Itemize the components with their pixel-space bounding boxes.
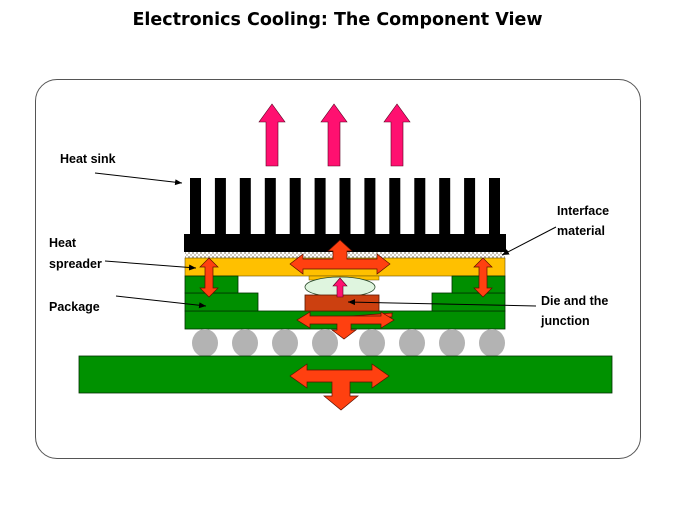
right-vertical-heat-arrow	[473, 257, 493, 298]
solder-ball	[439, 329, 465, 357]
heat-sink-fin	[439, 178, 451, 236]
heat-flow-arrows	[199, 239, 493, 411]
label-interface-material-2: material	[557, 224, 605, 238]
heat-sink-fin	[489, 178, 500, 236]
junction-heat-arrow	[332, 277, 348, 298]
heat-sink-fin	[464, 178, 476, 236]
solder-ball	[192, 329, 218, 357]
heat-sink-fin	[314, 178, 326, 236]
heat-sink-fin	[389, 178, 401, 236]
heat-sink-fin	[289, 178, 301, 236]
airflow-arrow	[383, 103, 411, 167]
die-junction-leader	[347, 299, 537, 307]
heat-sink-fins	[190, 178, 500, 236]
heat-sink-base	[184, 234, 506, 252]
heat-sink-fin	[214, 178, 226, 236]
label-heat-sink: Heat sink	[60, 152, 116, 166]
page-title: Electronics Cooling: The Component View	[132, 10, 543, 30]
leader-lines	[94, 172, 557, 309]
label-heat-spreader-2: spreader	[49, 257, 102, 271]
solder-ball	[399, 329, 425, 357]
airflow-arrows	[258, 103, 411, 167]
heat-spreader-leader	[104, 260, 197, 271]
heat-sink	[184, 178, 506, 252]
spreader-heat-arrow	[289, 239, 391, 275]
label-die-junction-1: Die and the	[541, 294, 608, 308]
die	[304, 294, 380, 312]
label-package: Package	[49, 300, 100, 314]
solder-ball	[479, 329, 505, 357]
solder-ball	[232, 329, 258, 357]
airflow-arrow	[258, 103, 286, 167]
heat-sink-fin	[239, 178, 251, 236]
solder-balls	[192, 329, 505, 357]
airflow-arrow	[320, 103, 348, 167]
heat-sink-fin	[414, 178, 426, 236]
heat-sink-fin	[339, 178, 351, 236]
solder-ball	[272, 329, 298, 357]
heat-sink-fin	[190, 178, 201, 236]
label-heat-spreader-1: Heat	[49, 236, 77, 250]
label-die-junction-2: junction	[540, 314, 590, 328]
package-leader	[115, 295, 207, 309]
solder-ball	[312, 329, 338, 357]
left-vertical-heat-arrow	[199, 257, 219, 298]
solder-ball	[359, 329, 385, 357]
heat-sink-leader	[94, 172, 183, 186]
heat-sink-fin	[264, 178, 276, 236]
interface-material-leader	[501, 226, 557, 256]
label-interface-material-1: Interface	[557, 204, 609, 218]
board-heat-arrow	[289, 363, 390, 411]
heat-sink-fin	[364, 178, 376, 236]
